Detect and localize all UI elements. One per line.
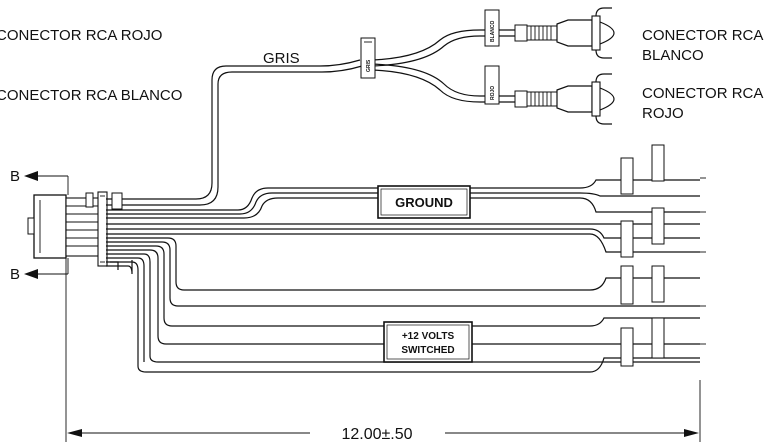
rca-red-left-label: CONECTOR RCA ROJO	[0, 27, 162, 44]
rca-red-right-label-line2: ROJO	[642, 105, 684, 122]
gris-cable: GRIS	[106, 29, 515, 210]
svg-text:GROUND: GROUND	[395, 195, 453, 210]
rca-white-right-label-line1: CONECTOR RCA	[642, 27, 763, 44]
svg-text:B: B	[10, 168, 20, 185]
dimension-line: 12.00±.50	[65, 258, 701, 443]
rca-connector-red: ROJO	[484, 65, 615, 125]
svg-text:+12 VOLTS: +12 VOLTS	[402, 331, 455, 342]
main-connector	[27, 191, 108, 267]
rca-white-left-label: CONECTOR RCA BLANCO	[0, 87, 182, 104]
rca-white-right-label-line2: BLANCO	[642, 47, 704, 64]
dimension-label: 12.00±.50	[341, 426, 412, 443]
b-bottom-arrow: B	[10, 258, 69, 283]
volts-switched-label-box: +12 VOLTS SWITCHED	[383, 321, 473, 363]
b-top-arrow: B	[10, 168, 69, 195]
main-wire-bundle	[106, 187, 590, 373]
svg-text:BLANCO: BLANCO	[490, 21, 496, 42]
svg-text:B: B	[10, 266, 20, 283]
right-wire-terminations	[579, 144, 706, 373]
svg-text:GRIS: GRIS	[366, 59, 372, 72]
svg-text:ROJO: ROJO	[490, 86, 496, 100]
gris-label: GRIS	[263, 50, 300, 67]
ground-label-box: GROUND	[377, 185, 471, 219]
rca-red-right-label-line1: CONECTOR RCA	[642, 85, 763, 102]
svg-text:SWITCHED: SWITCHED	[401, 345, 454, 356]
rca-connector-white: BLANCO	[484, 7, 615, 59]
